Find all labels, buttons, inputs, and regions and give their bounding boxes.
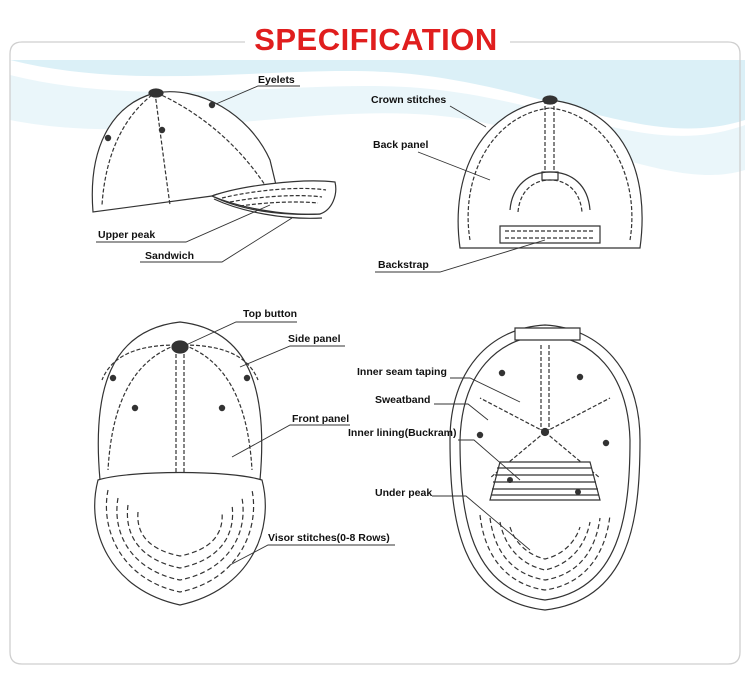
leader-back-panel bbox=[417, 151, 491, 181]
label-eyelets: Eyelets bbox=[258, 74, 295, 86]
leader-crown-stitches bbox=[449, 105, 487, 128]
page-title: SPECIFICATION bbox=[245, 20, 507, 60]
label-front-panel: Front panel bbox=[292, 413, 350, 425]
label-visor-stitches: Visor stitches(0-8 Rows) bbox=[268, 532, 390, 544]
label-under-peak: Under peak bbox=[375, 487, 433, 499]
leader-sandwich bbox=[140, 217, 293, 263]
label-sweatband: Sweatband bbox=[375, 394, 431, 406]
leader-visor-stitches bbox=[229, 544, 395, 566]
label-upper-peak: Upper peak bbox=[98, 229, 156, 241]
label-back-panel: Back panel bbox=[373, 139, 429, 151]
label-side-panel: Side panel bbox=[288, 333, 341, 345]
leader-inner-seam bbox=[450, 377, 521, 403]
leader-eyelets bbox=[215, 85, 300, 105]
label-sandwich: Sandwich bbox=[145, 250, 195, 262]
cap-top-view bbox=[94, 321, 266, 606]
leader-upper-peak bbox=[96, 204, 271, 243]
label-backstrap: Backstrap bbox=[378, 259, 429, 271]
label-top-button: Top button bbox=[243, 308, 298, 320]
cap-back-view bbox=[457, 95, 643, 249]
label-inner-seam-taping: Inner seam taping bbox=[357, 366, 447, 378]
label-crown-stitches: Crown stitches bbox=[371, 94, 447, 106]
label-inner-lining: Inner lining(Buckram) bbox=[348, 427, 457, 439]
leader-front-panel bbox=[231, 424, 350, 458]
leader-backstrap bbox=[375, 239, 546, 273]
leader-lines bbox=[96, 85, 546, 566]
leader-sweatband bbox=[434, 403, 489, 421]
leader-side-panel bbox=[239, 345, 345, 368]
leader-inner-lining bbox=[458, 439, 521, 481]
leader-top-button bbox=[185, 321, 297, 346]
background-swoosh bbox=[10, 60, 745, 129]
cap-side-view bbox=[91, 88, 337, 219]
cap-underside-view bbox=[449, 324, 641, 611]
page-border bbox=[9, 41, 741, 665]
leader-under-peak bbox=[432, 495, 531, 551]
